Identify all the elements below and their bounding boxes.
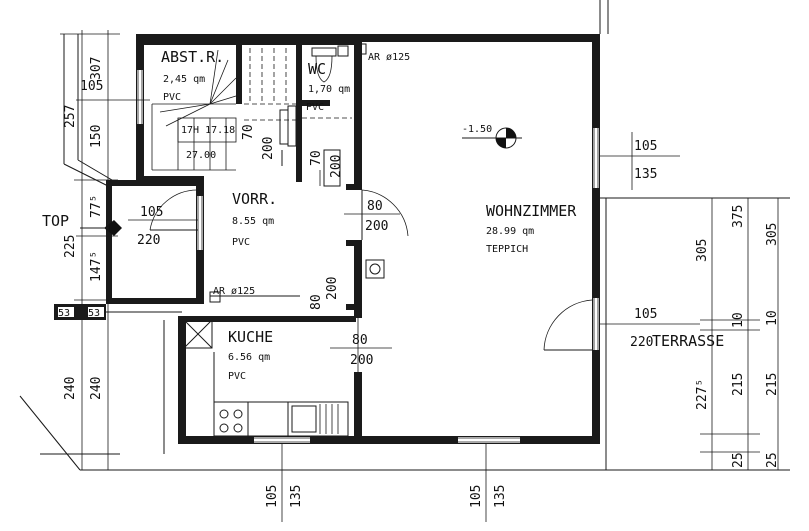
wc-fixtures (279, 45, 349, 147)
doors (149, 149, 593, 372)
dim-entry-width: 105 (140, 205, 163, 220)
abstr-floor: PVC (163, 92, 181, 103)
vorr-floor: PVC (232, 237, 250, 248)
dimension-lines (60, 30, 779, 522)
terrace-outline (599, 0, 790, 471)
top-label: TOP (42, 212, 69, 230)
ar-mid-label: AR ø125 (213, 286, 255, 297)
dim-left-1475: 147⁵ (89, 251, 104, 282)
dim-window-bottom-left-height: 135 (289, 485, 304, 508)
wc-area: 1,70 qm (308, 84, 350, 95)
dim-door-vorr-width: 80 (367, 199, 383, 214)
dim-terrace-215a: 215 (731, 373, 746, 396)
dim-wc-door-width: 70 (309, 150, 324, 166)
dim-entry-height: 220 (137, 233, 160, 248)
dim-terrace-305b: 305 (765, 223, 780, 246)
dim-door-kitchen-height: 200 (350, 353, 373, 368)
staircase: 17H 17.18 27.00 (151, 48, 352, 171)
dim-left-53a: 53 (58, 308, 70, 319)
wohn-floor: TEPPICH (486, 244, 528, 255)
abstr-area: 2,45 qm (163, 74, 205, 85)
kueche-name: KUCHE (228, 328, 273, 346)
abstr-name: ABST.R. (161, 48, 224, 66)
dim-terrace-door-height: 220 (630, 335, 653, 350)
dim-door-vorr-height: 200 (365, 219, 388, 234)
dim-window-right-top-width: 105 (634, 139, 657, 154)
kueche-floor: PVC (228, 371, 246, 382)
wc-floor: PVC (306, 102, 324, 113)
dim-left-225: 225 (63, 235, 78, 258)
level-marker (462, 127, 522, 149)
dim-window-bottom-right-height: 135 (493, 485, 508, 508)
dim-terrace-305a: 305 (695, 239, 710, 262)
dim-terrace-215b: 215 (765, 373, 780, 396)
vorr-area: 8.55 qm (232, 216, 274, 227)
dim-terrace-10b: 10 (765, 310, 780, 326)
dim-stair-door-width: 70 (241, 124, 256, 140)
dim-terrace-25a: 25 (731, 452, 746, 468)
dim-left-105: 105 (80, 79, 103, 94)
level-label: -1.50 (462, 124, 492, 135)
wc-name: WC (308, 60, 326, 78)
dim-window-right-top-height: 135 (634, 167, 657, 182)
dim-left-775: 77⁵ (89, 195, 104, 218)
site-lines (19, 34, 606, 471)
dim-terrace-375: 375 (731, 205, 746, 228)
dim-terrace-door-width: 105 (634, 307, 657, 322)
dim-terrace-10a: 10 (731, 312, 746, 328)
kueche-area: 6.56 qm (228, 352, 270, 363)
dim-left-150: 150 (89, 125, 104, 148)
dim-left-240b: 240 (89, 377, 104, 400)
stair-run-label: 27.00 (186, 150, 216, 161)
dim-stair-door-height: 200 (261, 137, 276, 160)
dim-terrace-2275: 227⁵ (695, 379, 710, 410)
dim-left-257: 257 (63, 105, 78, 128)
ar-top-label: AR ø125 (368, 52, 410, 63)
exterior-walls (106, 34, 600, 444)
interior-walls (144, 42, 362, 444)
terrasse-name: TERRASSE (652, 332, 724, 350)
dim-left-307: 307 (89, 57, 104, 80)
dim-wc-door-height: 200 (329, 155, 344, 178)
dim-left-240a: 240 (63, 377, 78, 400)
stair-rise-label: 17H 17.18 (181, 125, 235, 136)
dim-window-bottom-left-width: 105 (265, 485, 280, 508)
dim-terrace-25b: 25 (765, 452, 780, 468)
kitchen-fixtures (183, 319, 349, 437)
vorr-name: VORR. (232, 190, 277, 208)
wohn-area: 28.99 qm (486, 226, 534, 237)
dim-door-side-width: 80 (309, 294, 324, 310)
dim-door-kitchen-width: 80 (352, 333, 368, 348)
dim-left-53b: 53 (88, 308, 100, 319)
dim-window-bottom-right-width: 105 (469, 485, 484, 508)
dim-door-side-height: 200 (325, 277, 340, 300)
wohn-name: WOHNZIMMER (486, 202, 577, 220)
